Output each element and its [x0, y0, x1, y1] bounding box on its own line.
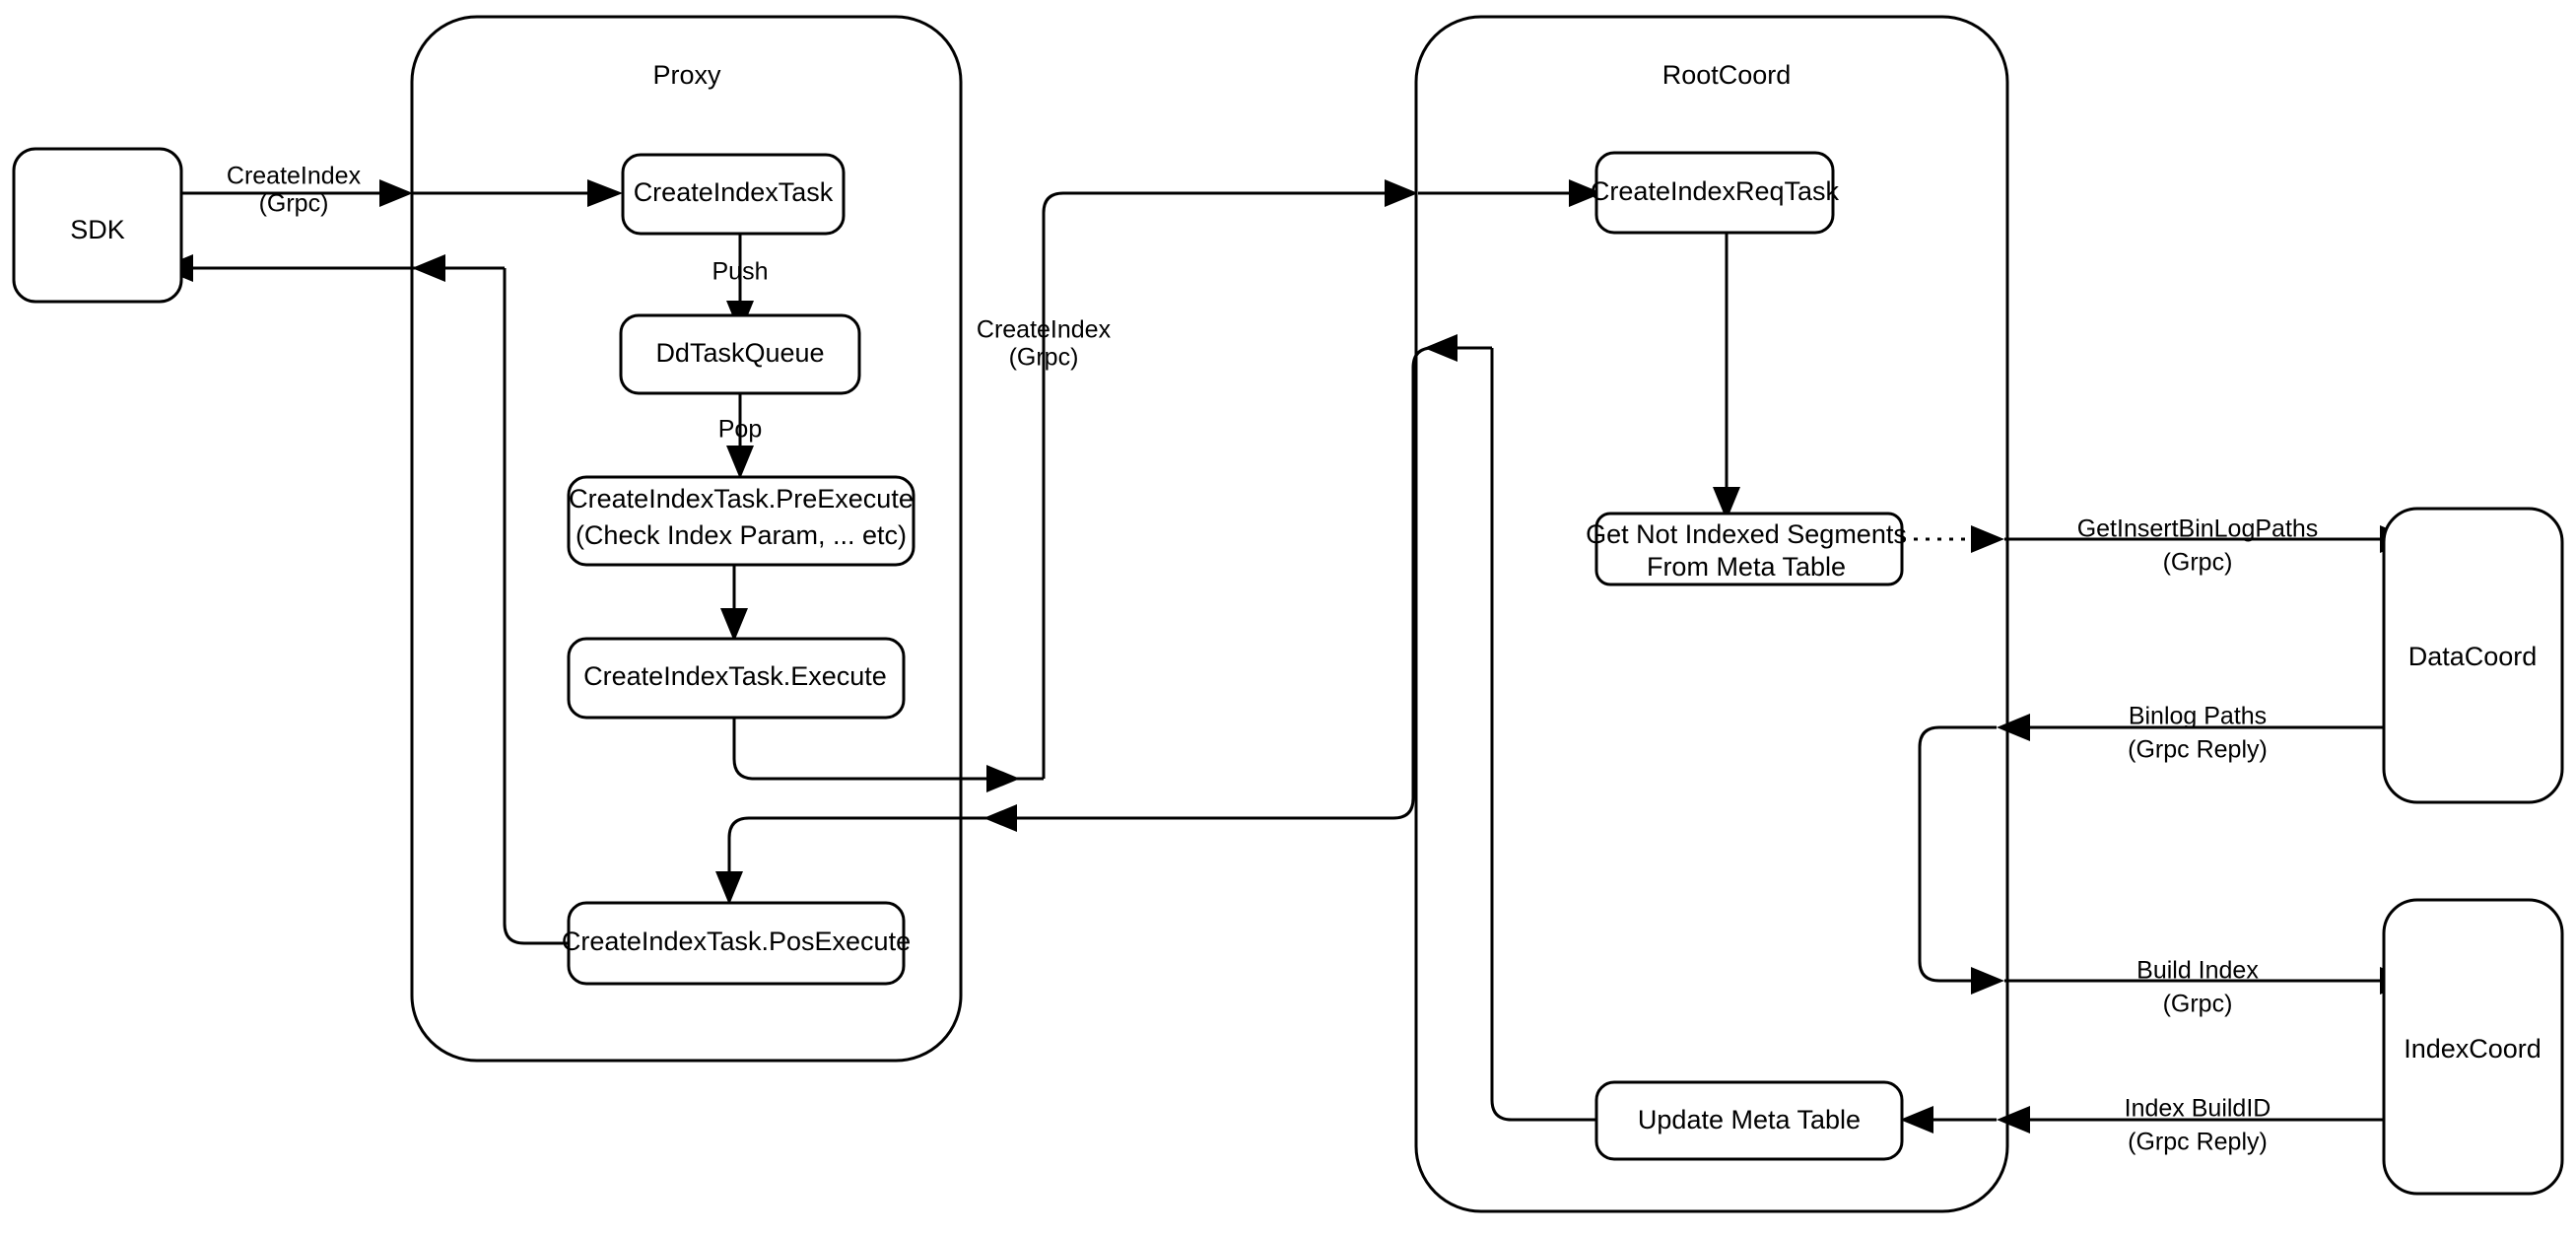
update-meta-table-box[interactable]	[1594, 1080, 1904, 1161]
preexecute-label-line1: CreateIndexTask.PreExecute	[569, 484, 914, 514]
create-index-req-task-box[interactable]	[1594, 151, 1835, 235]
posexecute-label: CreateIndexTask.PosExecute	[562, 927, 911, 956]
edge-posexecute-to-sdk	[503, 268, 569, 945]
edge-label-createindex-grpc-1: CreateIndex	[227, 163, 362, 190]
edge-label-buildindex-1: Build Index	[2136, 957, 2259, 985]
sdk-label: SDK	[70, 215, 125, 244]
arrowhead	[1385, 179, 1418, 207]
arrowhead	[1997, 714, 2030, 741]
indexcoord-box[interactable]	[2382, 898, 2564, 1196]
node-create-index-req-task[interactable]: CreateIndexReqTask	[1591, 151, 1840, 235]
arrowhead	[1900, 1106, 1933, 1133]
edge-index-buildid-reply: Index BuildID (Grpc Reply)	[1900, 1095, 2413, 1156]
arrowhead	[983, 804, 1017, 832]
arrowhead	[412, 254, 445, 282]
edge-label-indexbuildid-1: Index BuildID	[2125, 1095, 2271, 1123]
edge-label-createindex-rootcoord-2: (Grpc)	[1009, 344, 1079, 372]
edge-label-binlogpaths-1: Binlog Paths	[2129, 703, 2267, 730]
arrowhead	[720, 608, 748, 642]
node-datacoord[interactable]: DataCoord	[2382, 507, 2564, 804]
arrowhead	[1424, 334, 1457, 362]
dd-task-queue-box[interactable]	[619, 313, 861, 395]
arrowhead	[1569, 179, 1602, 207]
indexcoord-label: IndexCoord	[2404, 1034, 2542, 1064]
edge-label-push: Push	[712, 258, 769, 286]
create-index-req-task-label: CreateIndexReqTask	[1591, 176, 1840, 206]
arrowhead	[986, 765, 1020, 792]
group-rootcoord: RootCoord	[1414, 15, 2009, 1213]
edge-label-binlogpaths-2: (Grpc Reply)	[2128, 736, 2268, 764]
node-get-not-indexed-segments[interactable]: Get Not Indexed Segments From Meta Table	[1586, 512, 1907, 586]
edge-reqtask-to-getsegments	[1713, 233, 1740, 520]
edge-build-index: Build Index (Grpc)	[2004, 957, 2413, 1018]
update-meta-table-label: Update Meta Table	[1638, 1105, 1861, 1134]
edge-binlog-paths-reply: Binlog Paths (Grpc Reply)	[1918, 703, 2413, 995]
arrowhead	[587, 179, 623, 207]
node-posexecute[interactable]: CreateIndexTask.PosExecute	[562, 901, 911, 986]
create-index-task-box[interactable]	[621, 153, 846, 236]
node-preexecute[interactable]: CreateIndexTask.PreExecute (Check Index …	[567, 475, 915, 567]
arrowhead	[726, 446, 754, 479]
arrowhead	[1971, 525, 2004, 553]
edge-label-pop: Pop	[718, 416, 762, 444]
edge-execute-to-rootcoord: CreateIndex (Grpc)	[732, 179, 1602, 792]
create-index-task-label: CreateIndexTask	[634, 177, 834, 207]
node-sdk[interactable]: SDK	[12, 147, 183, 304]
arrowhead	[1971, 967, 2004, 995]
posexecute-box[interactable]	[567, 901, 906, 986]
node-execute[interactable]: CreateIndexTask.Execute	[567, 637, 906, 720]
node-update-meta-table[interactable]: Update Meta Table	[1594, 1080, 1904, 1161]
edge-updatemeta-to-reply	[1490, 348, 1596, 1122]
preexecute-label-line2: (Check Index Param, ... etc)	[576, 520, 907, 550]
arrowhead	[379, 179, 413, 207]
edge-sdk-to-proxy: CreateIndex (Grpc)	[180, 163, 623, 218]
execute-label: CreateIndexTask.Execute	[583, 661, 887, 691]
edge-label-buildindex-2: (Grpc)	[2163, 991, 2233, 1018]
dd-task-queue-label: DdTaskQueue	[655, 338, 824, 368]
node-indexcoord[interactable]: IndexCoord	[2382, 898, 2564, 1196]
sdk-box[interactable]	[12, 147, 183, 304]
preexecute-box[interactable]	[567, 475, 915, 567]
edge-getinsertbinlogpaths: GetInsertBinLogPaths (Grpc)	[2004, 515, 2413, 577]
edge-pop: Pop	[718, 393, 762, 479]
edge-label-getinsertbinlogpaths-2: (Grpc)	[2163, 549, 2233, 577]
node-create-index-task[interactable]: CreateIndexTask	[621, 153, 846, 236]
datacoord-label: DataCoord	[2408, 642, 2538, 671]
edge-rootcoord-reply-to-posexecute	[715, 334, 1492, 905]
get-not-indexed-segments-box[interactable]	[1594, 512, 1904, 586]
edge-label-getinsertbinlogpaths-1: GetInsertBinLogPaths	[2077, 515, 2319, 543]
edge-getsegments-to-boundary	[1902, 525, 2004, 553]
edge-label-indexbuildid-2: (Grpc Reply)	[2128, 1129, 2268, 1156]
edge-label-createindex-rootcoord-1: CreateIndex	[977, 316, 1112, 344]
edge-preexecute-to-execute	[720, 565, 748, 642]
get-not-indexed-segments-label-line1: Get Not Indexed Segments	[1586, 519, 1907, 549]
rootcoord-container	[1414, 15, 2009, 1213]
datacoord-box[interactable]	[2382, 507, 2564, 804]
execute-box[interactable]	[567, 637, 906, 720]
node-dd-task-queue[interactable]: DdTaskQueue	[619, 313, 861, 395]
edge-label-createindex-grpc-2: (Grpc)	[259, 190, 329, 218]
arrowhead	[1713, 487, 1740, 520]
get-not-indexed-segments-label-line2: From Meta Table	[1647, 552, 1846, 582]
proxy-label: Proxy	[652, 60, 721, 90]
arrowhead	[1997, 1106, 2030, 1133]
arrowhead	[715, 871, 743, 905]
rootcoord-label: RootCoord	[1662, 60, 1792, 90]
